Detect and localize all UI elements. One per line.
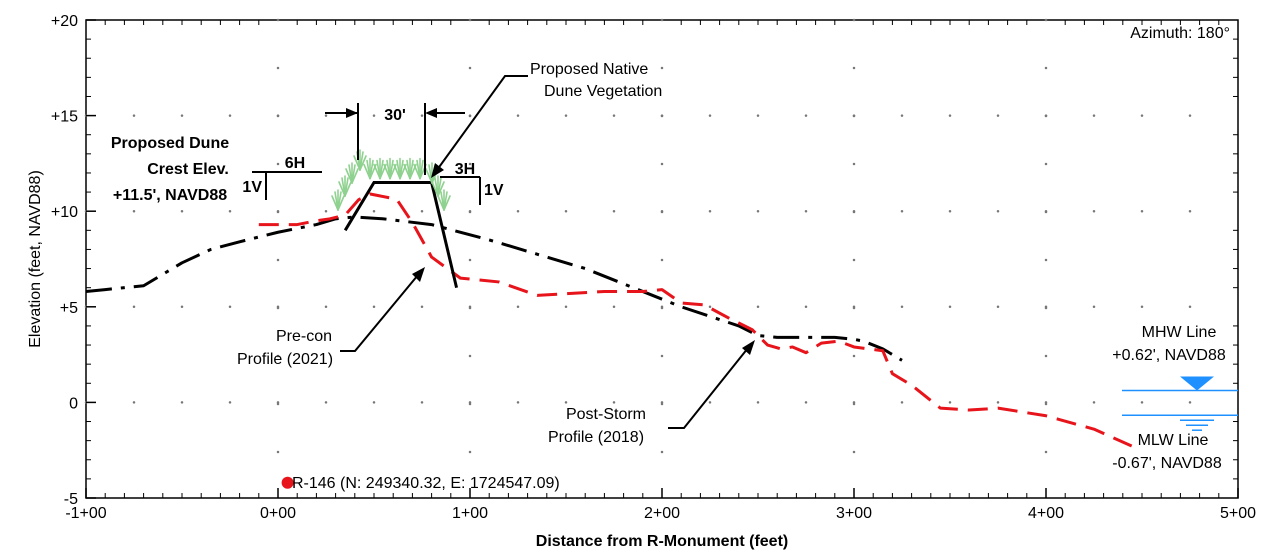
x-tick-label: 3+00 xyxy=(836,505,872,522)
y-tick-label: 0 xyxy=(69,395,78,412)
y-tick-label: +5 xyxy=(60,300,78,317)
monument-point xyxy=(281,476,294,489)
precon-label-line2: Profile (2021) xyxy=(237,351,333,368)
y-axis-title: Elevation (feet, NAVD88) xyxy=(27,170,44,348)
grass-tuft-icon xyxy=(393,157,407,180)
dune-crest-label-line2: Crest Elev. xyxy=(147,161,229,178)
dune-crest-label-line1: Proposed Dune xyxy=(111,135,229,152)
y-tick-label: +20 xyxy=(51,13,78,30)
dune-template-line xyxy=(343,181,459,289)
y-tick-label: -5 xyxy=(64,491,78,508)
vegetation-leader xyxy=(436,75,528,171)
vegetation-label-line1: Proposed Native xyxy=(530,61,648,78)
vegetation-label-line2: Dune Vegetation xyxy=(544,83,662,100)
grass-tuft-icon xyxy=(373,157,387,180)
x-tick-label: 1+00 xyxy=(452,505,488,522)
slope-right-v-label: 1V xyxy=(484,182,504,199)
mhw-label-line1: MHW Line xyxy=(1142,324,1217,341)
slope-right-h-label: 3H xyxy=(455,161,475,178)
x-tick-label: 0+00 xyxy=(260,505,296,522)
crest-arrow-right xyxy=(425,108,437,118)
mhw-label-line2: +0.62', NAVD88 xyxy=(1112,347,1226,364)
vegetation-leader-arrow xyxy=(431,163,444,178)
slope-left-marker xyxy=(252,171,322,200)
poststorm-leader-arrow xyxy=(742,340,755,355)
slope-left-v-label: 1V xyxy=(242,179,262,196)
crest-width-label: 30' xyxy=(384,107,406,124)
x-tick-label: 5+00 xyxy=(1220,505,1256,522)
grass-tuft-icon xyxy=(338,175,352,197)
slope-right-marker xyxy=(440,176,481,205)
grass-blade xyxy=(443,195,451,211)
x-axis-title: Distance from R-Monument (feet) xyxy=(536,533,788,550)
grass-tuft-icon xyxy=(437,189,451,211)
grass-blade xyxy=(437,181,445,197)
minor-ticks xyxy=(85,19,1239,499)
azimuth-label: Azimuth: 180° xyxy=(1130,25,1230,42)
grass-tuft-icon xyxy=(383,157,397,180)
mlw-label-line1: MLW Line xyxy=(1138,432,1209,449)
poststorm-profile-line xyxy=(85,215,903,362)
water-levels xyxy=(1122,376,1238,431)
grid xyxy=(84,18,1240,500)
tick-labels: -1+00 0+00 1+00 2+00 3+00 4+00 5+00 -5 0 +5 +10 +15… xyxy=(51,13,1256,522)
monument-label: R-146 (N: 249340.32, E: 1724547.09) xyxy=(292,475,560,492)
grass-blade xyxy=(337,195,345,211)
slope-left-h-label: 6H xyxy=(285,155,305,172)
poststorm-label-line2: Profile (2018) xyxy=(548,429,644,446)
grass-blade xyxy=(344,181,352,197)
series-layer xyxy=(85,181,1134,448)
grass-blade xyxy=(351,168,359,184)
y-tick-label: +15 xyxy=(51,109,78,126)
precon-profile-line xyxy=(258,192,1134,448)
poststorm-leader xyxy=(668,347,749,429)
mlw-label-line2: -0.67', NAVD88 xyxy=(1112,455,1222,472)
grass-tuft-icon xyxy=(403,157,417,180)
mhw-triangle-icon xyxy=(1180,376,1214,391)
x-tick-label: -1+00 xyxy=(65,505,106,522)
poststorm-label-line1: Post-Storm xyxy=(566,406,646,423)
grass-tuft-icon xyxy=(431,175,445,197)
grass-tuft-icon xyxy=(331,189,345,211)
grass-tuft-icon xyxy=(345,162,359,184)
precon-leader xyxy=(340,274,419,352)
grass-tuft-icon xyxy=(363,157,377,180)
y-tick-label: +10 xyxy=(51,204,78,221)
grass-blade xyxy=(359,155,367,171)
vegetation-tufts xyxy=(331,149,451,211)
x-tick-label: 4+00 xyxy=(1028,505,1064,522)
precon-leader-arrow xyxy=(412,267,425,282)
precon-label-line1: Pre-con xyxy=(276,328,332,345)
x-tick-label: 2+00 xyxy=(644,505,680,522)
dune-crest-label-line3: +11.5', NAVD88 xyxy=(113,187,227,204)
crest-arrow-left xyxy=(346,108,358,118)
